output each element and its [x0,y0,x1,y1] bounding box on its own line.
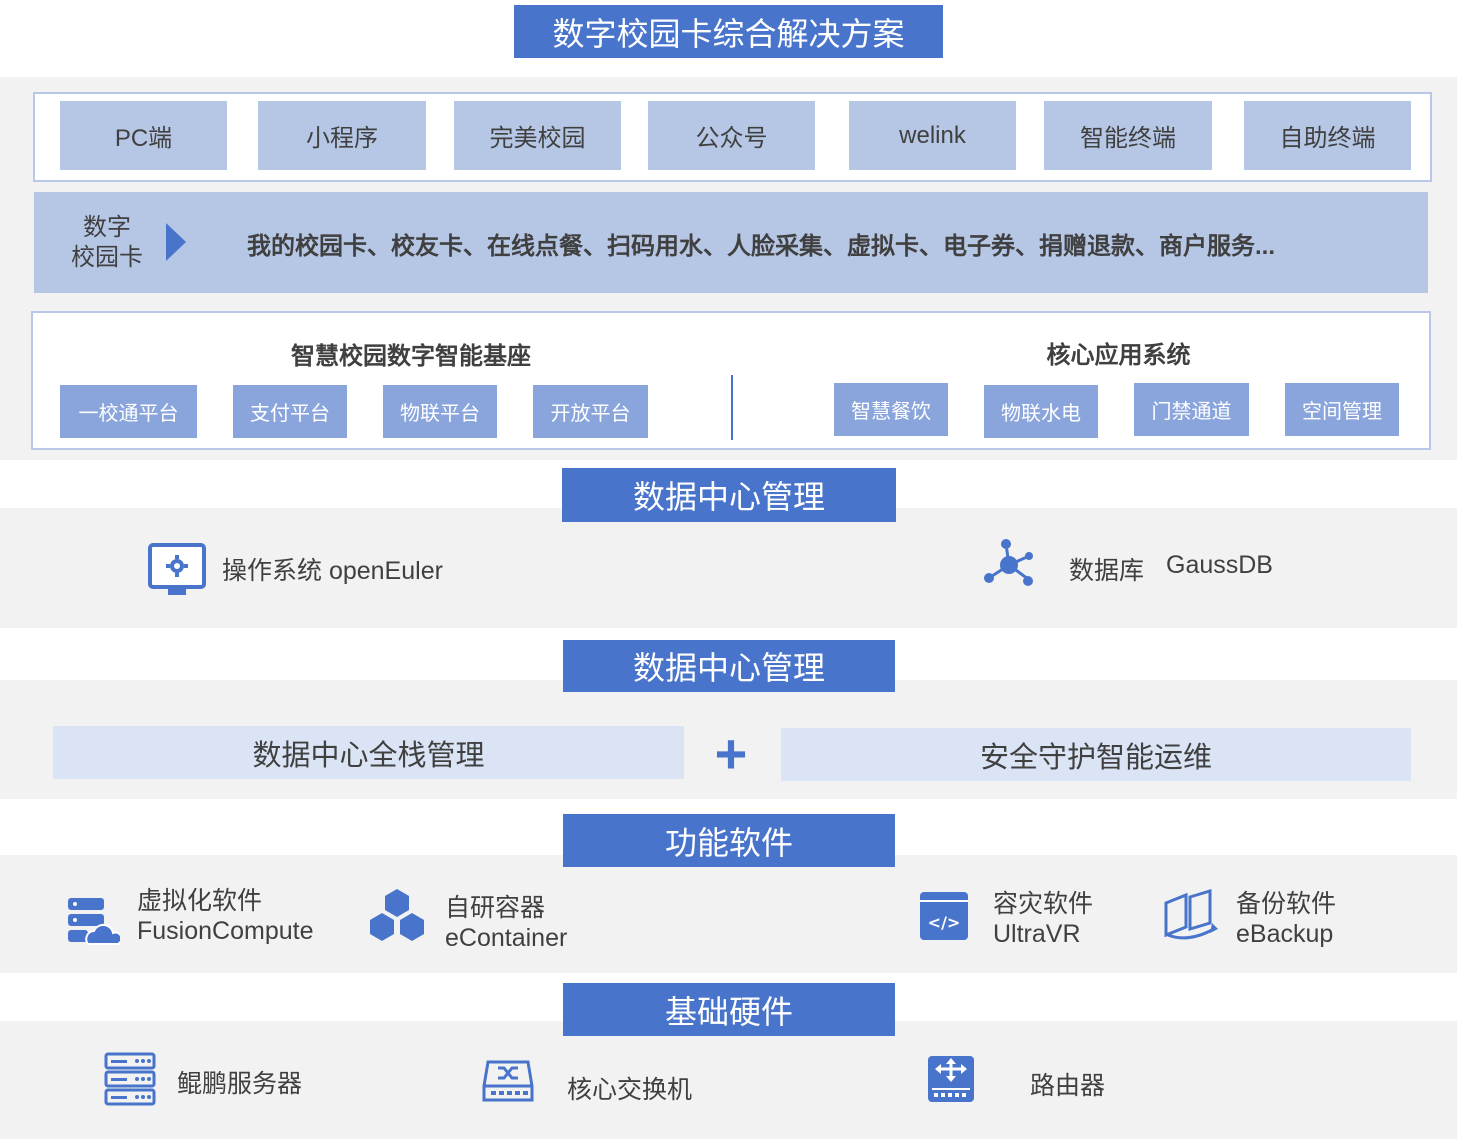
switch-icon [482,1060,534,1102]
database-network-icon [984,539,1033,586]
backup-name: 备份软件 [1236,890,1337,918]
app-access-control: 门禁通道 [1134,383,1249,436]
channel-smart-terminal: 智能终端 [1044,101,1212,170]
virtualization-software: 虚拟化软件 FusionCompute [137,886,313,946]
disaster-recovery-name: 容灾软件 [993,890,1094,918]
section2-title: 数据中心管理 [563,640,895,692]
section3-title: 功能软件 [563,814,895,867]
hardware-band [0,1021,1457,1139]
channel-welink: welink [849,101,1016,170]
security-ops: 安全守护智能运维 [781,728,1411,781]
campus-card-label: 数字 校园卡 [60,213,154,273]
section4-title: 基础硬件 [563,983,895,1036]
code-window-icon: </> [920,892,968,940]
channel-self-service-terminal: 自助终端 [1244,101,1411,170]
server-cloud-icon [68,898,120,945]
virtualization-product: FusionCompute [137,917,314,945]
container-software: 自研容器 eContainer [445,893,567,953]
db-label: 数据库 [1069,557,1145,585]
platform-left-title: 智慧校园数字智能基座 [291,343,531,370]
section1-title: 数据中心管理 [562,468,896,522]
kunpeng-server: 鲲鹏服务器 [177,1070,303,1098]
channel-mini-program: 小程序 [258,101,426,170]
container-product: eContainer [445,924,568,952]
router-icon [928,1056,974,1102]
platform-iot: 物联平台 [383,385,497,438]
platform-payment: 支付平台 [233,385,347,438]
app-iot-utilities: 物联水电 [984,385,1098,438]
server-rack-icon [104,1052,156,1106]
backup-product: eBackup [1236,920,1334,948]
hexagon-cluster-icon [370,889,424,941]
platform-right-title: 核心应用系统 [1046,342,1191,369]
app-space-management: 空间管理 [1285,383,1399,436]
campus-card-row [34,192,1428,293]
virtualization-name: 虚拟化软件 [137,887,263,915]
triangle-arrow-icon [166,223,186,261]
backup-software: 备份软件 eBackup [1236,889,1336,949]
svg-text:</>: </> [928,913,961,932]
channel-perfect-campus: 完美校园 [454,101,621,170]
channel-official-account: 公众号 [648,101,815,170]
campus-card-services: 我的校园卡、校友卡、在线点餐、扫码用水、人脸采集、虚拟卡、电子券、捐赠退款、商户… [247,233,1276,260]
software-band [0,855,1457,973]
disaster-recovery-software: 容灾软件 UltraVR [993,889,1093,949]
monitor-gear-icon [148,543,206,595]
db-name: GaussDB [1166,551,1273,579]
full-stack-management: 数据中心全栈管理 [53,726,684,779]
os-label: 操作系统 openEuler [222,557,443,585]
platform-open: 开放平台 [533,385,648,438]
campus-card-label-line1: 数字 [83,214,131,241]
plus-icon: + [714,722,748,785]
page-title: 数字校园卡综合解决方案 [514,5,943,58]
router: 路由器 [1030,1072,1106,1100]
channel-pc: PC端 [60,101,227,170]
disaster-recovery-product: UltraVR [993,920,1081,948]
app-smart-dining: 智慧餐饮 [834,383,948,436]
campus-card-label-line2: 校园卡 [71,244,143,271]
platform-yixiaotong: 一校通平台 [60,385,197,438]
backup-icon [1164,889,1218,940]
os-db-band [0,508,1457,628]
container-name: 自研容器 [445,894,546,922]
platform-divider [731,375,733,440]
core-switch: 核心交换机 [567,1076,693,1104]
